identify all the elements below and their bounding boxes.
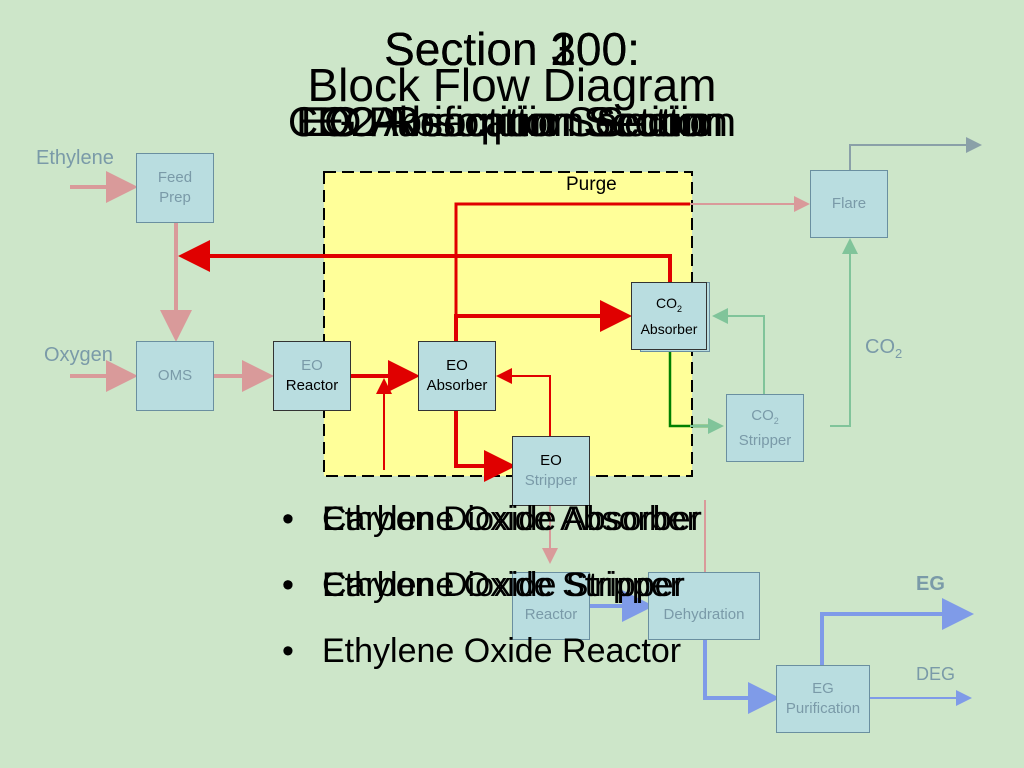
subtitle-1: EO Reaction Section (317, 98, 707, 145)
stripper-return-stream (496, 368, 551, 436)
recycle-stream (178, 240, 672, 283)
ethylene-label: Ethylene (36, 147, 114, 169)
co2-output-label: CO2 (865, 336, 903, 361)
bullet-item: Ethylene Oxide Stripper (282, 566, 681, 605)
slide-title: Block Flow Diagram (307, 59, 717, 111)
oms-block: OMS (136, 341, 214, 411)
section-title-3: Section 300: (384, 23, 640, 75)
dehydration-to-purification-stream (703, 640, 780, 714)
bullet-item: Ethylene Oxide Reactor (282, 632, 681, 671)
oxygen-label: Oxygen (44, 344, 113, 366)
section-title-1: Section 100: (384, 23, 640, 75)
flare-block: Flare (810, 170, 888, 238)
subtitle-4: EG Purification Section (296, 98, 728, 145)
co2-to-flare-stream (830, 238, 858, 427)
deg-output-label: DEG (916, 664, 956, 684)
subtitle-3: CO2 Absorption Section (287, 98, 737, 145)
eg-output-label: EG (916, 573, 945, 595)
eg-stream (820, 598, 974, 672)
co2-stripper-return-stream (712, 308, 765, 394)
absorber-to-stripper-stream (454, 408, 516, 482)
purge-red-stream (454, 202, 690, 342)
bullet-item: Ethylene Oxide Absorber (282, 500, 698, 539)
flare-outlet-stream (849, 137, 982, 170)
subtitle-2: EO Absorption Section (300, 98, 724, 145)
section-title-2: Section 200: (384, 23, 640, 75)
purge-label: Purge (566, 174, 617, 195)
